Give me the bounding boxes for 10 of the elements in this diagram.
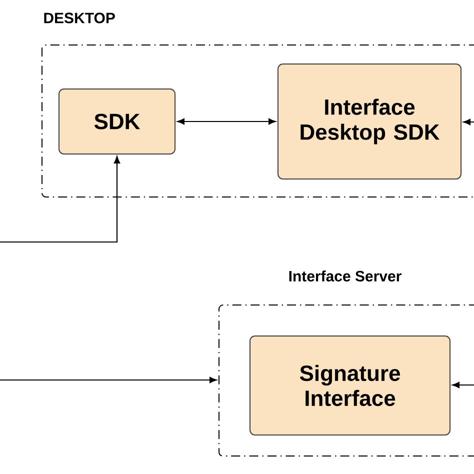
process-box: Interface Desktop SDK	[278, 64, 462, 180]
arrow	[452, 382, 474, 388]
arrow	[177, 118, 276, 125]
process-box: Signature Interface	[250, 336, 450, 436]
arrow	[463, 118, 474, 126]
arrow	[0, 156, 120, 243]
process-box: SDK	[58, 88, 176, 154]
arrow	[0, 376, 217, 384]
node-label: Interface Server	[289, 270, 402, 282]
node-label: DESKTOP	[44, 12, 115, 24]
